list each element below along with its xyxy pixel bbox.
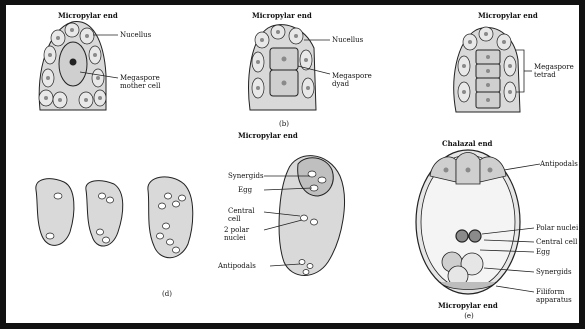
panel-d-central-cell-label: Central cell	[228, 207, 262, 223]
panel-e-embryo-sac	[416, 150, 540, 294]
two-nucleate-sac	[36, 179, 74, 246]
panel-d-caption: (d)	[160, 290, 174, 298]
panel-e-caption: (e)	[462, 312, 476, 320]
panel-d-synergids-label: Synergids	[228, 172, 264, 180]
developing-embryo-sacs	[36, 177, 193, 258]
panel-a-nucellus-label: Nucellus	[120, 31, 151, 39]
panel-c-micropylar-label: Micropylar end	[478, 12, 538, 20]
panel-d-egg-label: Egg	[238, 186, 252, 194]
panel-b-nucellus-label: Nucellus	[332, 36, 363, 44]
panel-b-micropylar-label: Micropylar end	[252, 12, 312, 20]
panel-a-micropylar-label: Micropylar end	[58, 12, 118, 20]
panel-a-mmc-label: Megaspore mother cell	[120, 74, 178, 90]
panel-b-caption: (b)	[278, 120, 290, 128]
panel-c-tetrad	[454, 27, 532, 112]
panel-e-filiform-label: Filiform apparatus	[536, 288, 576, 304]
panel-c-tetrad-label: Megaspore tetrad	[534, 63, 578, 79]
four-nucleate-sac	[86, 181, 123, 246]
panel-d-polar-nuclei-label: 2 polar nuclei	[224, 226, 262, 242]
mmc-nucleus	[70, 59, 76, 65]
panel-d-mature-sac	[264, 156, 344, 276]
panel-e-polar-nuclei-label: Polar nuclei	[536, 224, 578, 232]
eight-nucleate-sac	[148, 177, 193, 258]
panel-e-chalazal-label: Chalazal end	[442, 140, 492, 148]
panel-e-synergids-label: Synergids	[536, 268, 572, 276]
panel-e-micropylar-label: Micropylar end	[438, 302, 498, 310]
panel-b-dyad	[249, 25, 330, 110]
panel-b-dyad-label: Megaspore dyad	[332, 72, 376, 88]
panel-d-antipodals-label: Antipodals	[218, 262, 256, 270]
panel-e-central-cell-label: Central cell	[536, 238, 577, 246]
panel-e-egg-label: Egg	[536, 248, 550, 256]
panel-d-micropylar-label: Micropylar end	[238, 132, 298, 140]
panel-a-nucellus	[39, 22, 118, 110]
panel-e-antipodals-label: Antipodals	[540, 160, 578, 168]
